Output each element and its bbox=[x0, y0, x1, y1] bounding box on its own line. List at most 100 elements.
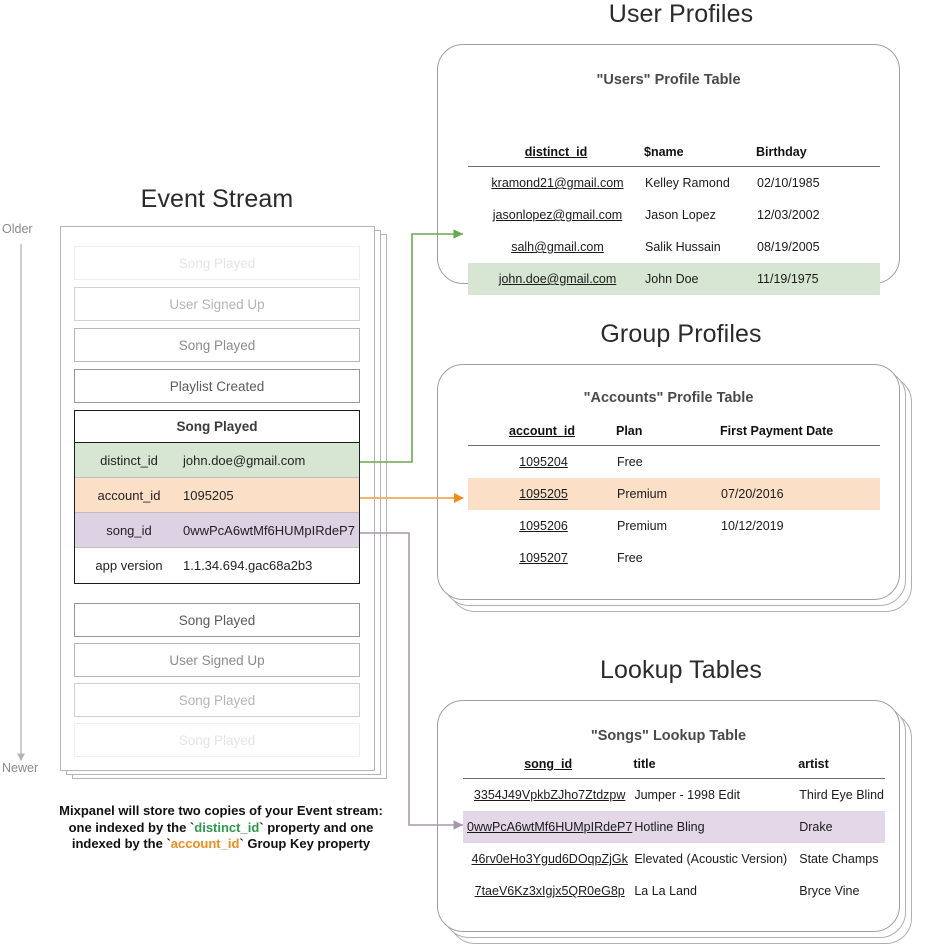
event-stream-caption: Mixpanel will store two copies of your E… bbox=[38, 803, 404, 853]
property-key: distinct_id bbox=[100, 452, 158, 468]
cell-title: Jumper - 1998 Edit bbox=[634, 788, 740, 802]
cell-first-payment-date: 10/12/2019 bbox=[721, 519, 784, 533]
table-row-highlighted[interactable]: 0wwPcA6wtMf6HUMpIRdeP7 Hotline Bling Dra… bbox=[463, 811, 885, 843]
column-header-distinct-id: distinct_id bbox=[524, 145, 588, 159]
cell-name: Jason Lopez bbox=[645, 208, 716, 222]
cell-song-id: 7taeV6Kz3xIgjx5QR0eG8p bbox=[474, 884, 625, 898]
table-row[interactable]: 7taeV6Kz3xIgjx5QR0eG8p La La Land Bryce … bbox=[463, 875, 885, 907]
event-label: Song Played bbox=[178, 337, 256, 353]
cell-first-payment-date bbox=[720, 446, 880, 479]
cell-artist: Bryce Vine bbox=[799, 884, 860, 898]
cell-song-id: 3354J49VpkbZJho7Ztdzpw bbox=[473, 788, 626, 802]
event-item[interactable]: Playlist Created bbox=[74, 369, 360, 403]
event-item[interactable]: Song Played bbox=[74, 683, 360, 717]
cell-artist: State Champs bbox=[799, 852, 879, 866]
event-label: User Signed Up bbox=[169, 296, 265, 312]
table-row[interactable]: 1095206 Premium 10/12/2019 bbox=[468, 510, 880, 542]
cell-birthday: 02/10/1985 bbox=[757, 176, 820, 190]
column-header-artist: artist bbox=[798, 757, 829, 771]
table-header-row: account_id Plan First Payment Date bbox=[468, 424, 880, 446]
table-row-highlighted[interactable]: 1095205 Premium 07/20/2016 bbox=[468, 478, 880, 510]
songs-table-title: "Songs" Lookup Table bbox=[590, 728, 747, 744]
table-row[interactable]: 1095204 Free bbox=[468, 446, 880, 479]
event-label: Playlist Created bbox=[169, 378, 265, 394]
accounts-profile-table: account_id Plan First Payment Date 10952… bbox=[468, 424, 880, 574]
property-key: song_id bbox=[106, 522, 152, 538]
table-row[interactable]: 46rv0eHo3Ygud6DOqpZjGk Elevated (Acousti… bbox=[463, 843, 885, 875]
cell-name: Kelley Ramond bbox=[645, 176, 730, 190]
caption-text: one indexed by the ` bbox=[68, 819, 195, 835]
property-value: john.doe@gmail.com bbox=[183, 452, 306, 468]
table-row[interactable]: 3354J49VpkbZJho7Ztdzpw Jumper - 1998 Edi… bbox=[463, 779, 885, 812]
cell-distinct-id: john.doe@gmail.com bbox=[468, 263, 644, 295]
table-row[interactable]: jasonlopez@gmail.com Jason Lopez 12/03/2… bbox=[468, 199, 880, 231]
older-label: Older bbox=[2, 222, 33, 236]
property-value: 1.1.34.694.gac68a2b3 bbox=[183, 558, 313, 573]
cell-first-payment-date: 07/20/2016 bbox=[720, 478, 880, 510]
column-header-birthday: Birthday bbox=[756, 145, 807, 159]
users-profile-table: distinct_id $name Birthday kramond21@gma… bbox=[468, 145, 880, 295]
cell-account-id: 1095207 bbox=[519, 551, 568, 565]
column-header-plan: Plan bbox=[616, 424, 643, 438]
event-item[interactable]: User Signed Up bbox=[74, 287, 360, 321]
property-value: 0wwPcA6wtMf6HUMpIRdeP7 bbox=[183, 522, 355, 538]
cell-plan: Premium bbox=[616, 478, 720, 510]
event-property-distinct-id: distinct_id john.doe@gmail.com bbox=[75, 443, 359, 478]
event-property-account-id: account_id 1095205 bbox=[75, 478, 359, 513]
cell-first-payment-date bbox=[720, 542, 880, 574]
cell-title: La La Land bbox=[634, 884, 697, 898]
cell-account-id: 1095204 bbox=[519, 455, 568, 469]
songs-lookup-table: song_id title artist 3354J49VpkbZJho7Ztd… bbox=[463, 757, 885, 907]
cell-birthday: 12/03/2002 bbox=[757, 208, 820, 222]
cell-title: Hotline Bling bbox=[633, 811, 799, 843]
column-header-account-id: account_id bbox=[509, 424, 575, 438]
table-row-highlighted[interactable]: john.doe@gmail.com John Doe 11/19/1975 bbox=[468, 263, 880, 295]
cell-account-id: 1095205 bbox=[468, 478, 616, 510]
column-header-name: $name bbox=[644, 145, 684, 159]
lookup-tables-section-title: Lookup Tables bbox=[599, 656, 763, 684]
accounts-table-title: "Accounts" Profile Table bbox=[583, 390, 754, 406]
event-item[interactable]: Song Played bbox=[74, 328, 360, 362]
caption-text: ` Group Key property bbox=[239, 836, 371, 851]
event-item[interactable]: Song Played bbox=[74, 246, 360, 280]
cell-name: John Doe bbox=[644, 263, 756, 295]
cell-distinct-id: salh@gmail.com bbox=[511, 240, 604, 254]
table-row[interactable]: salh@gmail.com Salik Hussain 08/19/2005 bbox=[468, 231, 880, 263]
event-label: Song Played bbox=[178, 255, 256, 271]
group-profiles-panel: "Accounts" Profile Table account_id Plan… bbox=[437, 364, 917, 612]
caption-token-distinct-id: distinct_id bbox=[194, 819, 260, 835]
caption-token-account-id: account_id bbox=[170, 836, 240, 851]
event-item[interactable]: Song Played bbox=[74, 723, 360, 757]
table-row[interactable]: kramond21@gmail.com Kelley Ramond 02/10/… bbox=[468, 167, 880, 200]
column-header-song-id: song_id bbox=[524, 757, 573, 771]
caption-line-2: one indexed by the `distinct_id` propert… bbox=[38, 820, 404, 837]
cell-birthday: 11/19/1975 bbox=[756, 263, 880, 295]
cell-distinct-id: jasonlopez@gmail.com bbox=[492, 208, 623, 222]
cell-title: Elevated (Acoustic Version) bbox=[634, 852, 788, 866]
event-label: Song Played bbox=[178, 732, 256, 748]
caption-text: indexed by the ` bbox=[71, 836, 171, 851]
event-property-app-version: app version 1.1.34.694.gac68a2b3 bbox=[75, 548, 359, 583]
newer-label: Newer bbox=[2, 761, 39, 775]
table-header-row: distinct_id $name Birthday bbox=[468, 145, 880, 167]
user-profiles-card: "Users" Profile Table bbox=[437, 44, 900, 284]
event-label: Song Played bbox=[178, 612, 256, 628]
event-item[interactable]: Song Played bbox=[74, 603, 360, 637]
group-profiles-section-title: Group Profiles bbox=[600, 320, 762, 348]
users-table-title: "Users" Profile Table bbox=[596, 72, 741, 88]
cell-account-id: 1095206 bbox=[519, 519, 568, 533]
cell-artist: Drake bbox=[798, 811, 885, 843]
event-item[interactable]: User Signed Up bbox=[74, 643, 360, 677]
table-row[interactable]: 1095207 Free bbox=[468, 542, 880, 574]
cell-artist: Third Eye Blind bbox=[799, 788, 884, 802]
cell-plan: Free bbox=[617, 551, 643, 565]
event-property-song-id: song_id 0wwPcA6wtMf6HUMpIRdeP7 bbox=[75, 513, 359, 548]
cell-birthday: 08/19/2005 bbox=[757, 240, 820, 254]
property-key: app version bbox=[95, 558, 163, 573]
cell-song-id: 0wwPcA6wtMf6HUMpIRdeP7 bbox=[463, 811, 634, 843]
cell-name: Salik Hussain bbox=[645, 240, 721, 254]
selected-event-card[interactable]: Song Played distinct_id john.doe@gmail.c… bbox=[74, 410, 360, 584]
lookup-tables-panel: "Songs" Lookup Table song_id title artis… bbox=[437, 700, 917, 948]
selected-event-name: Song Played bbox=[75, 411, 359, 443]
caption-line-3: indexed by the `account_id` Group Key pr… bbox=[38, 836, 404, 853]
